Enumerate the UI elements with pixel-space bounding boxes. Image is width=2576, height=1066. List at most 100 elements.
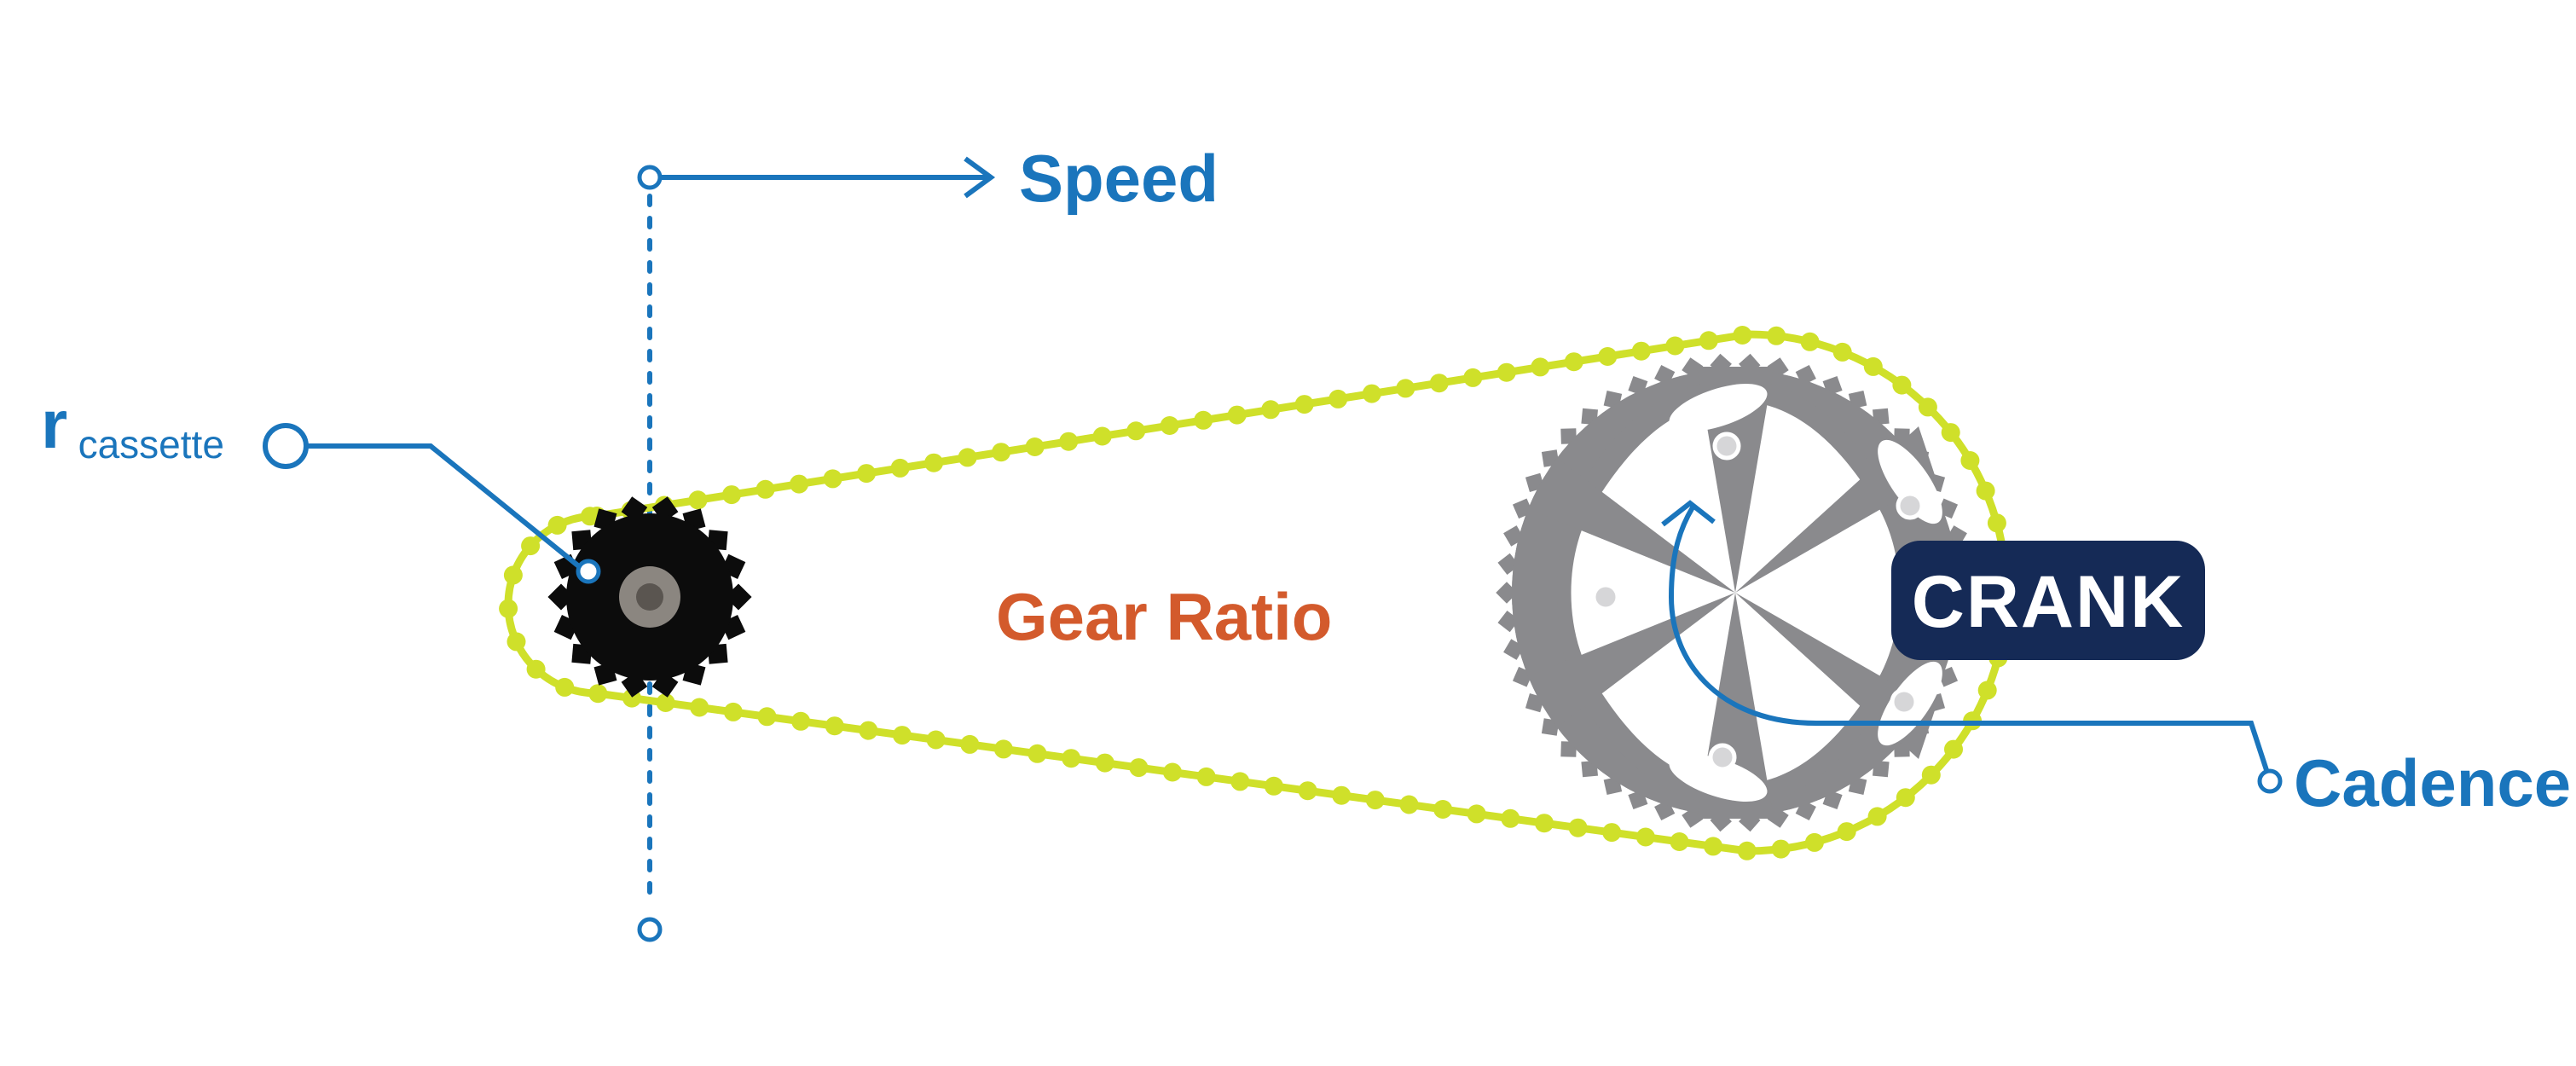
chain-link (1261, 400, 1281, 420)
chain-link (1399, 795, 1419, 814)
chain-link (723, 702, 743, 721)
chain-link (859, 721, 878, 740)
chain-link (1665, 336, 1685, 356)
chain-link (1631, 341, 1651, 361)
chain-link (1892, 375, 1912, 395)
chain-link (823, 469, 842, 489)
chain-link (1944, 739, 1963, 759)
chain-link (1092, 426, 1112, 446)
chain-link (1028, 744, 1047, 763)
radius-subscript: cassette (78, 422, 224, 466)
chain-link (1568, 818, 1588, 837)
chain-link (1194, 410, 1213, 430)
chain-link (1227, 405, 1247, 425)
chain-link (547, 515, 567, 535)
chain-link (1921, 765, 1941, 785)
chain-link (1832, 342, 1852, 362)
chain-link (1196, 767, 1216, 786)
chain-link (499, 599, 518, 618)
chain-link (588, 684, 608, 704)
chain-link (1095, 753, 1114, 773)
chain-link (1564, 352, 1583, 372)
chain-link (1976, 481, 1995, 501)
chain-link (1535, 814, 1554, 833)
chain-link (958, 448, 977, 467)
chain-link (1670, 832, 1689, 851)
chain-link (688, 490, 708, 510)
chain-link (1977, 681, 1997, 700)
radius-label: r cassette (41, 386, 224, 466)
chain-icon (499, 326, 2016, 860)
chain-link (890, 458, 910, 478)
chain-link (993, 739, 1013, 759)
chain-link (1941, 423, 1960, 443)
chain-link (1960, 451, 1980, 470)
chain-link (1635, 827, 1655, 847)
chain-link (521, 536, 541, 556)
chain-link (555, 677, 575, 697)
chain-link (1329, 389, 1348, 408)
chain-link (1699, 331, 1718, 351)
chain-link (825, 716, 844, 736)
chain-link (1598, 347, 1618, 366)
chain-link (1804, 832, 1824, 852)
chain-link (1294, 395, 1314, 414)
chain-link (1025, 437, 1045, 456)
chain-link (1771, 839, 1791, 859)
radius-symbol: r (41, 386, 67, 462)
cadence-label: Cadence (2294, 745, 2571, 820)
chain-link (1429, 374, 1449, 393)
chain-link (757, 707, 777, 727)
chain-link (1531, 357, 1550, 377)
chain-link (1062, 749, 1081, 768)
chain-link (1837, 822, 1856, 842)
speed-label: Speed (1019, 141, 1219, 216)
chain-link (1129, 758, 1149, 778)
chain-link (1264, 776, 1283, 796)
chain-link (1800, 332, 1820, 351)
chain-link (656, 693, 675, 712)
chain-link (1163, 762, 1182, 782)
chain-link (1733, 326, 1752, 345)
chain-link (580, 507, 599, 526)
chain-link (857, 464, 877, 484)
chain-link (1737, 841, 1757, 860)
chain-link (690, 698, 709, 717)
chain-link (791, 711, 811, 731)
chain-link (1918, 397, 1937, 417)
chain-link (1602, 823, 1622, 843)
chain-link (960, 734, 980, 754)
chain-link (1332, 785, 1352, 805)
chain-link (1496, 362, 1516, 382)
chain-link (1767, 326, 1786, 345)
chain-link (1467, 804, 1486, 824)
chain-link (507, 632, 526, 652)
chain-link (1867, 807, 1887, 826)
gear-ratio-label: Gear Ratio (996, 579, 1332, 654)
chain-link (1704, 837, 1723, 856)
chain-link (1501, 808, 1520, 828)
chain-link (526, 659, 546, 679)
chain-link (1298, 781, 1317, 801)
crank-label: CRANK (1912, 561, 2185, 643)
chain-link (790, 474, 809, 494)
chain-link (755, 479, 775, 499)
chain-link (1433, 800, 1453, 819)
chain-link (924, 453, 944, 472)
chain-link (1160, 416, 1179, 435)
chain-link (1126, 421, 1146, 441)
chain-link (1365, 791, 1385, 810)
chain-link (1059, 432, 1079, 451)
chain-link (1987, 513, 2006, 533)
radius-leader (263, 423, 601, 584)
chain-link (1863, 356, 1883, 376)
chain-link (1396, 379, 1415, 398)
chain-link (503, 565, 523, 585)
chainring-icon (1496, 353, 1975, 832)
chain-link (722, 485, 741, 505)
chain-link (1463, 368, 1483, 387)
chain-link (1230, 772, 1250, 791)
crank-badge: CRANK (1891, 541, 2205, 660)
cassette-cog-icon (547, 496, 752, 698)
